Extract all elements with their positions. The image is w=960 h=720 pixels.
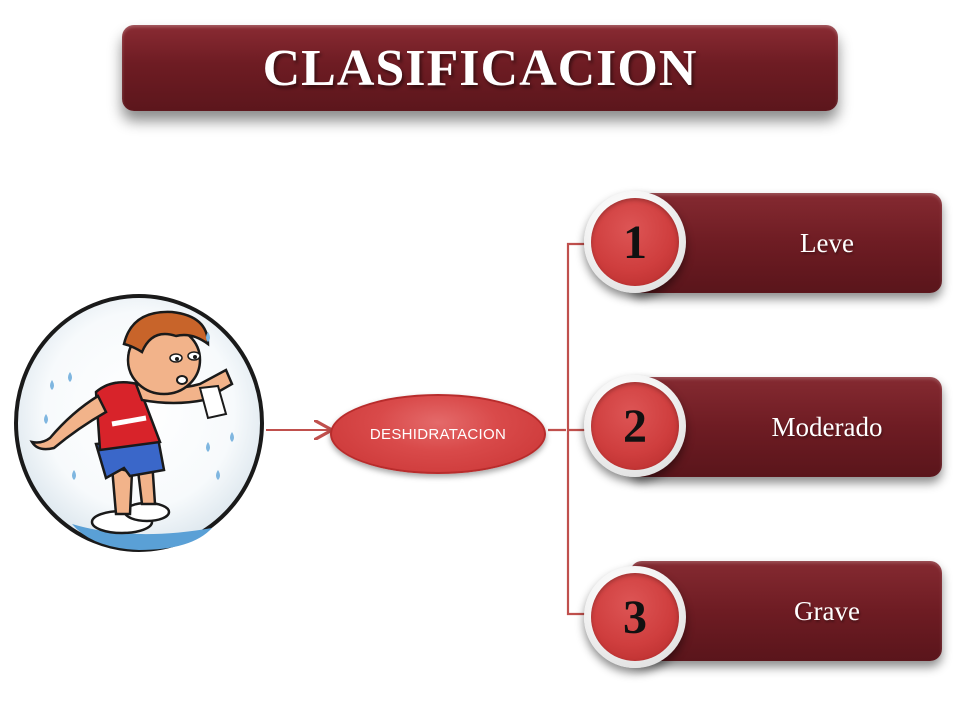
level-label-3: Grave bbox=[794, 595, 860, 626]
level-number-1: 1 bbox=[623, 215, 647, 269]
page-title: CLASIFICACION bbox=[262, 39, 698, 97]
center-node-label: DESHIDRATACION bbox=[369, 425, 507, 443]
level-badge-3: 3 bbox=[584, 566, 686, 668]
dehydrated-runner-icon bbox=[14, 294, 264, 552]
title-banner: CLASIFICACION bbox=[122, 25, 838, 111]
level-badge-1: 1 bbox=[584, 191, 686, 293]
level-number-3: 3 bbox=[623, 590, 647, 644]
center-node: DESHIDRATACION bbox=[330, 394, 546, 474]
level-badge-2: 2 bbox=[584, 375, 686, 477]
level-number-2: 2 bbox=[623, 399, 647, 453]
level-label-1: Leve bbox=[800, 227, 854, 258]
level-label-2: Moderado bbox=[771, 411, 883, 442]
